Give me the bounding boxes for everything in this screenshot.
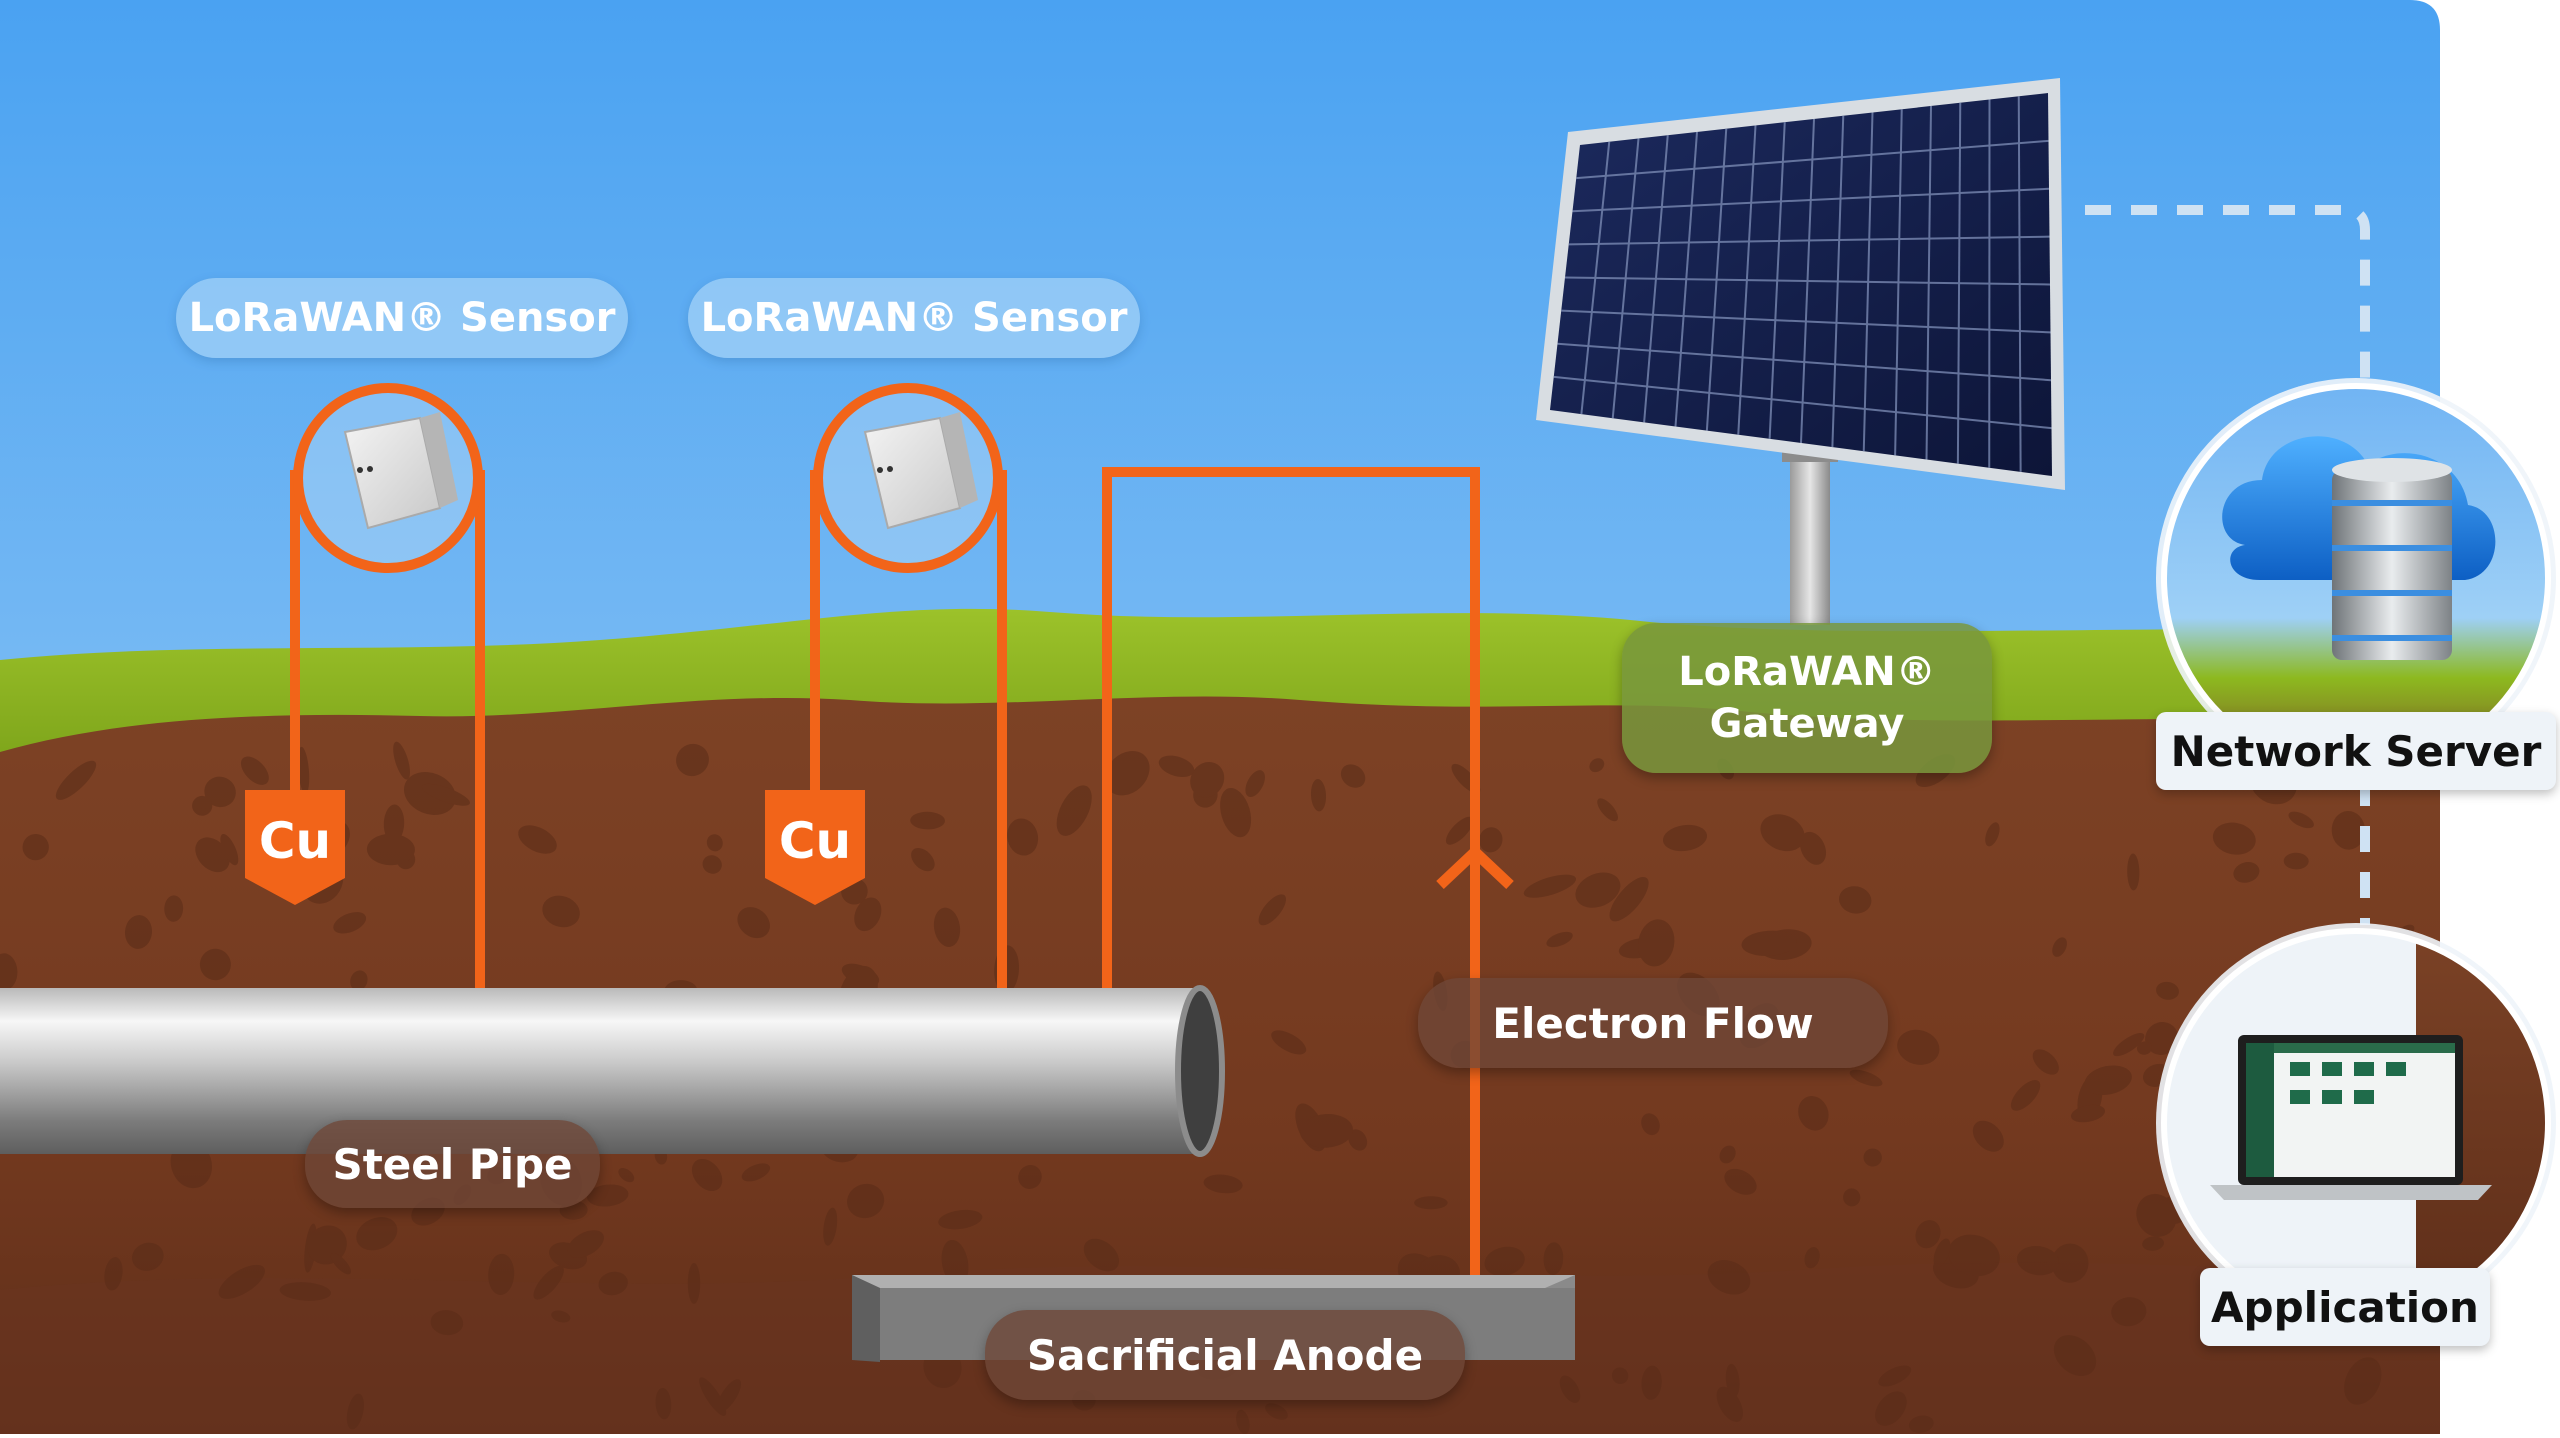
sensor-label-2: LoRaWAN® Sensor [688, 278, 1140, 358]
steel-pipe [0, 988, 1222, 1154]
sensor-1 [298, 388, 478, 568]
gateway-pole [1790, 455, 1830, 625]
pipe-end [1178, 988, 1222, 1154]
background [0, 0, 2450, 1434]
soil-pebble [1414, 1196, 1448, 1209]
soil-pebble [688, 1263, 700, 1304]
cu-label-1: Cu [259, 812, 331, 870]
sacrificial-anode-label: Sacrificial Anode [985, 1310, 1465, 1400]
sensor-2 [818, 388, 998, 568]
network-server-label: Network Server [2156, 712, 2556, 790]
steel-pipe-label: Steel Pipe [305, 1120, 600, 1208]
application-node [2156, 923, 2556, 1323]
cu-label-2: Cu [779, 812, 851, 870]
application-label: Application [2200, 1268, 2490, 1346]
sensor-label-1: LoRaWAN® Sensor [176, 278, 628, 358]
gateway-label: LoRaWAN® Gateway [1622, 623, 1992, 773]
laptop-icon [2210, 1035, 2492, 1200]
electron-flow-label: Electron Flow [1418, 978, 1888, 1068]
